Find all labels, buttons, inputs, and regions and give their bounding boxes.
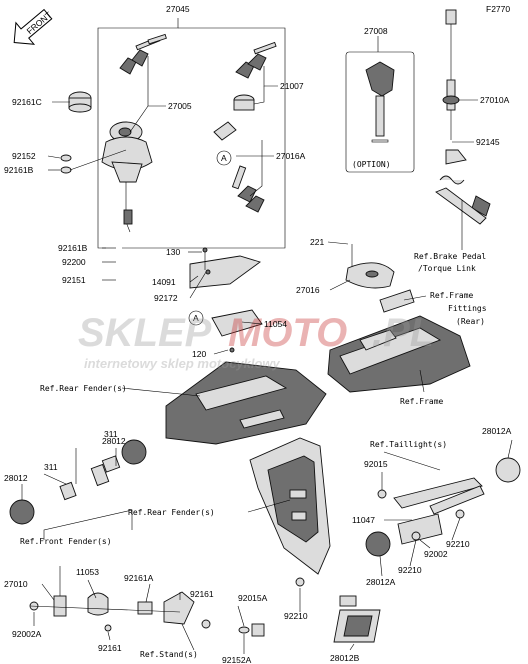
label-28012-top: 28012 xyxy=(102,436,126,446)
label-27010A: 27010A xyxy=(480,95,510,105)
leader-lines xyxy=(21,36,513,654)
label-28012A-left: 28012A xyxy=(366,577,396,587)
label-92145: 92145 xyxy=(476,137,500,147)
ref-frame-fittings-2: Fittings xyxy=(448,304,487,313)
label-92015: 92015 xyxy=(364,459,388,469)
label-92210-bottom: 92210 xyxy=(284,611,308,621)
taillight-bracket xyxy=(393,477,485,545)
washer-92161B xyxy=(60,166,72,174)
label-28012-left: 28012 xyxy=(4,473,28,483)
cap-92161C xyxy=(68,91,92,113)
ref-brake-pedal: Ref.Brake Pedal xyxy=(414,252,486,261)
seat-lock-27016 xyxy=(345,244,415,313)
watermark-left: SKLEP xyxy=(78,311,212,355)
ref-stand: Ref.Stand(s) xyxy=(140,650,198,659)
diagram-code: F2770 xyxy=(486,4,510,14)
label-92002A: 92002A xyxy=(12,629,42,639)
label-92172: 92172 xyxy=(154,293,178,303)
ref-rear-fender-lower: Ref.Rear Fender(s) xyxy=(128,508,215,517)
label-27016: 27016 xyxy=(296,285,320,295)
washer-92152 xyxy=(60,154,72,162)
reflector-28012A-left xyxy=(365,531,391,557)
watermark-mid: MOTO xyxy=(228,311,347,355)
label-21007: 21007 xyxy=(280,81,304,91)
label-27008: 27008 xyxy=(364,26,388,36)
ignition-key-set xyxy=(119,33,167,75)
label-92161-stand: 92161 xyxy=(190,589,214,599)
cover-14091 xyxy=(189,255,261,289)
label-27016A: 27016A xyxy=(276,151,306,161)
label-92210-center: 92210 xyxy=(398,565,422,575)
label-11047: 11047 xyxy=(352,515,375,525)
front-reflector-right xyxy=(121,439,147,465)
label-28012B: 28012B xyxy=(330,653,360,663)
label-130: 130 xyxy=(166,247,180,257)
front-arrow-icon: FRONT xyxy=(13,8,53,45)
option-text: (OPTION) xyxy=(352,160,391,169)
label-92161B-bottom: 92161B xyxy=(58,243,88,253)
rear-fender-upper xyxy=(165,361,327,445)
ref-taillight: Ref.Taillight(s) xyxy=(370,440,447,449)
seat-lock-keys xyxy=(213,121,265,213)
label-92210-right: 92210 xyxy=(446,539,470,549)
ref-torque-link: /Torque Link xyxy=(418,264,476,273)
label-28012A-right: 28012A xyxy=(482,426,512,436)
group-bracket-right xyxy=(122,27,286,249)
key-cylinder-keys xyxy=(235,41,277,79)
label-92151: 92151 xyxy=(62,275,86,285)
label-311-top: 311 xyxy=(104,429,118,439)
front-fender-bracket xyxy=(43,509,133,540)
label-92200: 92200 xyxy=(62,257,86,267)
label-27045: 27045 xyxy=(166,4,190,14)
front-reflector-left xyxy=(9,499,35,525)
watermark: SKLEP MOTO .PL internetowy sklep motocyk… xyxy=(78,311,434,371)
marker-a-bottom xyxy=(188,310,204,326)
ignition-switch xyxy=(101,121,153,233)
label-92161B-top: 92161B xyxy=(4,165,34,175)
label-27010: 27010 xyxy=(4,579,28,589)
label-92152A: 92152A xyxy=(222,655,252,664)
cap-21007 xyxy=(233,94,255,111)
marker-a-bottom-text: A xyxy=(193,313,199,323)
marker-a-top xyxy=(216,150,232,166)
ref-frame: Ref.Frame xyxy=(400,397,444,406)
ref-front-fender: Ref.Front Fender(s) xyxy=(20,537,112,546)
side-stand-switch xyxy=(29,566,265,637)
key-blank-option: (OPTION) xyxy=(345,51,415,173)
watermark-tagline: internetowy sklep motocyklowy xyxy=(84,356,281,371)
label-11054: 11054 xyxy=(264,319,287,329)
ref-frame-fittings-1: Ref.Frame xyxy=(430,291,474,300)
marker-a-top-text: A xyxy=(221,153,227,163)
label-27005: 27005 xyxy=(168,101,192,111)
label-92015A: 92015A xyxy=(238,593,268,603)
label-221: 221 xyxy=(310,237,324,247)
label-92002: 92002 xyxy=(424,549,448,559)
reflector-spacers xyxy=(59,455,121,501)
label-92161A: 92161A xyxy=(124,573,154,583)
label-92161C: 92161C xyxy=(12,97,42,107)
ref-frame-fittings-3: (Rear) xyxy=(456,317,485,326)
group-bracket xyxy=(97,18,179,249)
reflector-28012A-right xyxy=(495,457,521,483)
label-11053: 11053 xyxy=(76,567,99,577)
rear-frame xyxy=(327,315,471,393)
license-lamp-28012B xyxy=(333,595,381,643)
label-120: 120 xyxy=(192,349,206,359)
ref-rear-fender-upper: Ref.Rear Fender(s) xyxy=(40,384,127,393)
label-311-left: 311 xyxy=(44,462,58,472)
rear-fender-lower xyxy=(249,437,331,575)
watermark-right: .PL xyxy=(372,311,434,355)
label-14091: 14091 xyxy=(152,277,176,287)
label-92161-bottom: 92161 xyxy=(98,643,122,653)
brake-switch-27010A xyxy=(435,9,491,225)
label-92152: 92152 xyxy=(12,151,36,161)
